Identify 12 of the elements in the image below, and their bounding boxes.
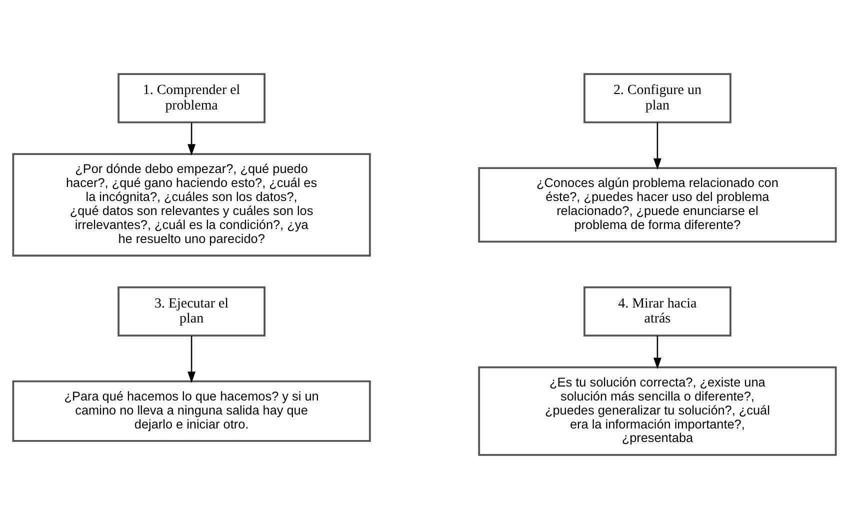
node-box: ¿Por dónde debo empezar?, ¿qué puedo hacer?, ¿qué gano haciendo esto?, ¿cuál es la incógnita?, ¿cuáles son los datos?, ¿qué datos son relevantes y cuáles son los irrelevantes?, ¿cuál es la condición?, ¿ya he resuelto uno parecido? (12, 152, 371, 256)
arrow (653, 122, 662, 170)
node-box: 3. Ejecutar el plan (118, 286, 266, 336)
node-box: 4. Mirar hacia atrás (584, 286, 732, 336)
arrow (188, 122, 196, 156)
node-box: ¿Conoces algún problema relacionado con éste?, ¿puedes hacer uso del problema relacionado?, ¿puede enunciarse el problema de forma diferente? (478, 166, 837, 242)
node-box: ¿Para qué hacemos lo que hacemos? y si un camino no lleva a ninguna salida hay que dejarlo e iniciar otro. (12, 380, 371, 442)
node-box: 1. Comprender el problema (118, 72, 266, 123)
node-box: 2. Configure un plan (584, 72, 732, 123)
arrow (653, 335, 662, 369)
node-box: ¿Es tu solución correcta?, ¿existe una solución más sencilla o diferente?, ¿puedes generalizar tu solución?, ¿cuál era la información importante?, ¿presentaba (478, 366, 837, 456)
arrow (188, 335, 196, 383)
